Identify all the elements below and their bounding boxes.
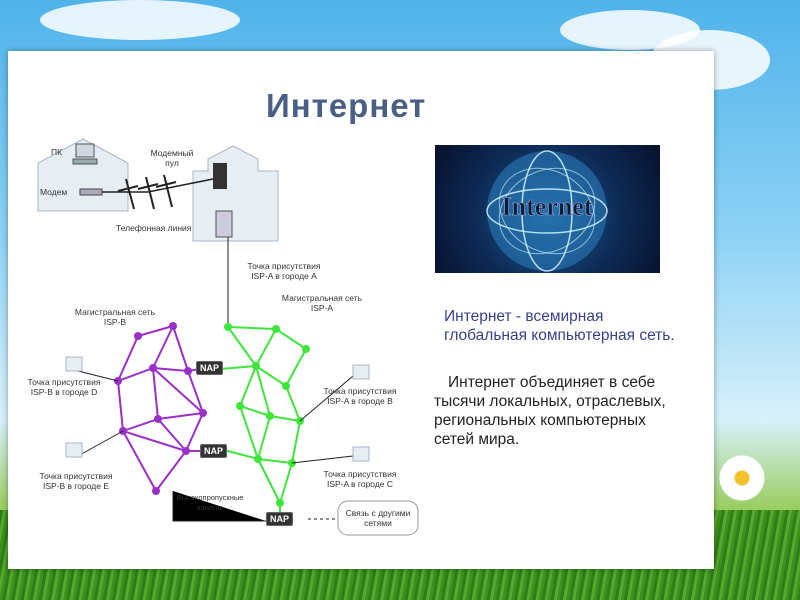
nap-box-top: NAP — [196, 361, 224, 375]
modem-pool-icon — [213, 163, 227, 189]
label-modem: Модем — [40, 187, 68, 197]
nap-box-bottom: NAP — [266, 512, 294, 526]
label-pop-isp-a-city-b: Точка присутствия ISP-A в городе B — [323, 386, 397, 406]
label-backbone-isp-a: Магистральная сеть ISP-A — [281, 293, 363, 313]
isp-b-network-links — [117, 325, 204, 492]
label-phone-line: Телефонная линия — [116, 223, 192, 233]
nap-box-middle: NAP — [200, 444, 228, 458]
house-shape — [37, 138, 129, 212]
pop-building-icons — [65, 356, 370, 462]
globe-graphic: Internet — [486, 150, 608, 272]
label-modem-pool: Модемный пул — [150, 148, 194, 168]
black-links — [77, 370, 354, 522]
cloud — [40, 0, 240, 40]
other-networks-box — [337, 500, 419, 536]
server-icon — [215, 210, 233, 238]
label-pop-isp-a-city-a: Точка присутствия ISP-A в городе А — [247, 261, 321, 281]
isp-b-network-nodes — [114, 322, 207, 495]
modem-icon — [79, 188, 103, 196]
daisy-flower — [712, 448, 772, 508]
network-diagram — [37, 138, 419, 536]
slide: Интернет — [8, 51, 714, 569]
internet-word: Internet — [502, 192, 593, 221]
label-pop-isp-b-city-d: Точка присутствия ISP-B в городе D — [27, 377, 101, 397]
definition-text: Интернет - всемирная глобальная компьюте… — [444, 308, 675, 344]
internet-globe-image: Internet — [435, 145, 660, 273]
description-text: Интернет объединяет в себе тысячи локаль… — [434, 374, 666, 448]
label-other-networks: Связь с другими сетями — [345, 508, 411, 528]
label-pc: ПК — [51, 147, 63, 157]
pc-icon — [75, 143, 95, 158]
phone-line-poles — [117, 174, 177, 210]
label-backbone-isp-b: Магистральная сеть ISP-B — [74, 307, 156, 327]
building-shape — [192, 145, 279, 242]
label-pop-isp-b-city-e: Точка присутствия ISP-B в городе E — [39, 471, 113, 491]
label-pop-isp-a-city-c: Точка присутствия ISP-A в городе C — [323, 469, 397, 489]
label-high-speed-channels: Высокопропускные каналы — [176, 493, 244, 512]
isp-a-network-links — [219, 326, 307, 513]
slide-title: Интернет — [266, 87, 427, 124]
